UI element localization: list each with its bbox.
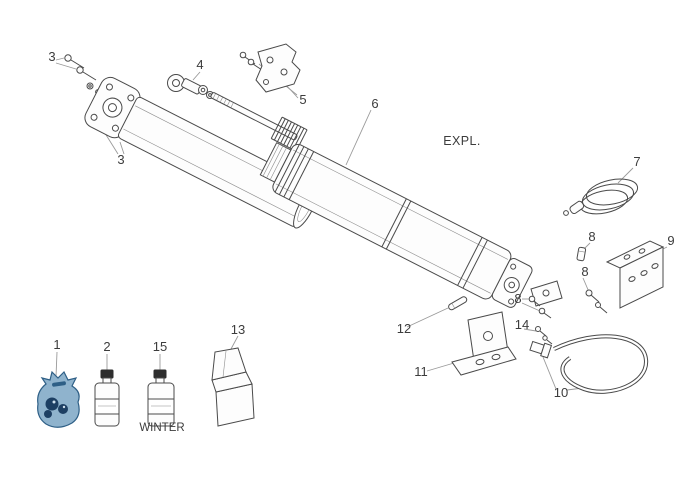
screws-8-mid [585,289,608,314]
part-label-11: 11 [414,364,428,379]
screws-14 [535,326,553,345]
expl-annotation: EXPL. [443,134,480,148]
front-eyelet-4 [167,74,214,99]
hose-10 [529,334,649,394]
part-label-8-mid: 8 [581,264,588,279]
part-label-7: 7 [633,154,640,169]
leader-lines [55,57,668,391]
pin-8-top [576,246,587,262]
wall-bracket-9 [605,240,665,309]
top-bracket-5 [239,43,301,93]
actuator-body-6 [259,142,533,308]
part-label-5: 5 [299,92,306,107]
part-label-3-lower: 3 [117,152,124,167]
bottle-15 [147,369,175,427]
part-label-3-top: 3 [48,49,55,64]
part-label-8-lower: 8 [514,291,521,306]
coiled-cable-7 [563,178,639,216]
part-label-8-top: 8 [588,229,595,244]
part-label-10: 10 [554,385,568,400]
part-label-15: 15 [153,339,167,354]
part-labels: 3 3 4 5 6 7 8 9 8 8 12 14 11 10 1 2 15 1… [48,49,674,434]
release-lever-mount [528,280,563,319]
mounting-bolts-3 [64,54,101,95]
piston-rod [210,92,308,152]
hose-fitting [529,340,553,359]
winter-annotation: WINTER [139,422,184,434]
part-label-12: 12 [397,321,411,336]
part-label-4: 4 [196,57,203,72]
part-label-6: 6 [371,96,378,111]
accessory-bag-1 [37,370,80,428]
part-label-14: 14 [515,317,529,332]
release-pin-12 [448,296,468,311]
part-label-1: 1 [53,337,60,352]
part-label-13: 13 [231,322,245,337]
part-label-2: 2 [103,339,110,354]
bottle-2 [94,369,120,427]
part-label-9: 9 [667,233,674,248]
carton-box-13 [211,347,255,427]
fork-bracket-11 [451,311,517,376]
